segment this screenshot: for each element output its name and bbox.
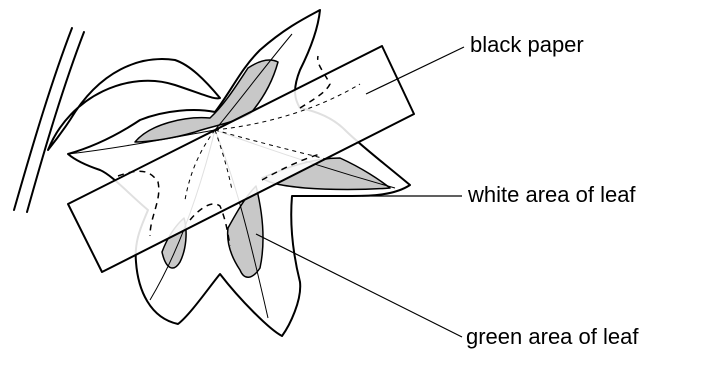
label-white-area-of-leaf: white area of leaf bbox=[468, 184, 636, 206]
label-green-area-of-leaf: green area of leaf bbox=[466, 326, 638, 348]
leaf-stem bbox=[14, 28, 84, 212]
label-black-paper: black paper bbox=[470, 34, 584, 56]
